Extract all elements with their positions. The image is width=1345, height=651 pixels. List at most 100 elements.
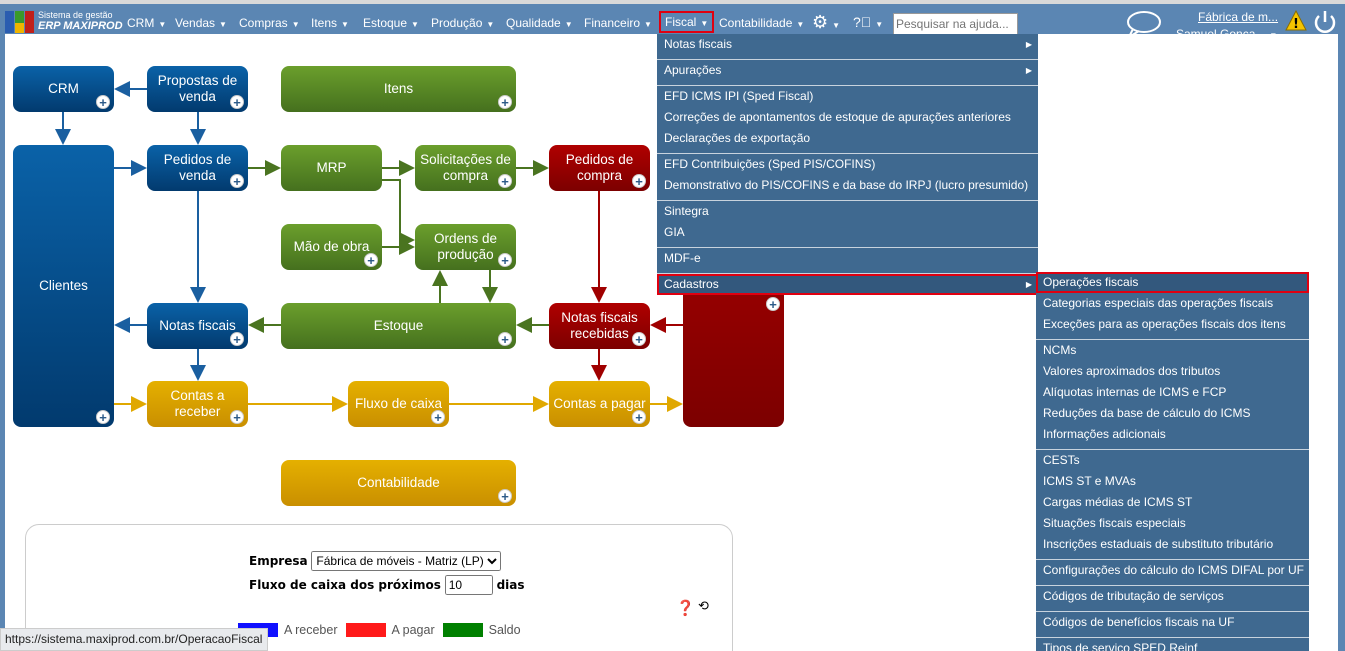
refresh-icon[interactable]: ⟲ <box>698 599 709 614</box>
flow-box-solicitacoes[interactable]: Solicitações de compra+ <box>415 145 516 191</box>
logo-icon[interactable] <box>5 11 34 33</box>
gear-icon[interactable]: ⚙▼ <box>812 12 841 32</box>
menu-separator <box>1036 555 1309 560</box>
flow-box-clientes[interactable]: Clientes+ <box>13 145 114 427</box>
flow-box-fluxo[interactable]: Fluxo de caixa+ <box>348 381 449 427</box>
add-icon[interactable]: + <box>96 410 110 425</box>
flow-box-label: Contas a pagar <box>553 396 646 411</box>
menu-item[interactable]: Códigos de benefícios fiscais na UF <box>1036 612 1309 633</box>
help-icon[interactable]: ?⃝▼ <box>853 14 884 30</box>
menu-item[interactable]: Notas fiscais▶ <box>657 34 1038 55</box>
nav-estoque[interactable]: Estoque▼ <box>363 16 419 30</box>
menu-item-label: Sintegra <box>664 204 709 218</box>
menu-item[interactable]: Correções de apontamentos de estoque de … <box>657 107 1038 128</box>
nav-itens[interactable]: Itens▼ <box>311 16 349 30</box>
add-icon[interactable]: + <box>230 174 244 189</box>
add-icon[interactable]: + <box>431 410 445 425</box>
flow-box-ordens[interactable]: Ordens de produção+ <box>415 224 516 270</box>
add-icon[interactable]: + <box>230 332 244 347</box>
menu-separator <box>1036 607 1309 612</box>
menu-item[interactable]: Reduções da base de cálculo do ICMS <box>1036 403 1309 424</box>
menu-separator <box>657 149 1038 154</box>
flow-box-contabilidade[interactable]: Contabilidade+ <box>281 460 516 506</box>
flow-box-contas-pagar[interactable]: Contas a pagar+ <box>549 381 650 427</box>
status-bar-url: https://sistema.maxiprod.com.br/Operacao… <box>0 628 268 651</box>
menu-item[interactable]: Códigos de tributação de serviços <box>1036 586 1309 607</box>
menu-separator <box>1036 633 1309 638</box>
caret-down-icon: ▼ <box>644 20 652 29</box>
add-icon[interactable]: + <box>230 410 244 425</box>
add-icon[interactable]: + <box>498 253 512 268</box>
menu-item[interactable]: MDF-e <box>657 248 1038 269</box>
add-icon[interactable]: + <box>230 95 244 110</box>
menu-item[interactable]: Configurações do cálculo do ICMS DIFAL p… <box>1036 560 1309 581</box>
add-icon[interactable]: + <box>632 332 646 347</box>
menu-item-label: CESTs <box>1043 453 1080 467</box>
menu-item[interactable]: Declarações de exportação <box>657 128 1038 149</box>
menu-item[interactable]: Exceções para as operações fiscais dos i… <box>1036 314 1309 335</box>
flow-box-contas-receber[interactable]: Contas a receber+ <box>147 381 248 427</box>
menu-item-label: Demonstrativo do PIS/COFINS e da base do… <box>664 178 1029 192</box>
menu-item-label: ICMS ST e MVAs <box>1043 474 1136 488</box>
add-icon[interactable]: + <box>632 410 646 425</box>
add-icon[interactable]: + <box>498 95 512 110</box>
flow-box-crm[interactable]: CRM+ <box>13 66 114 112</box>
menu-item[interactable]: CESTs <box>1036 450 1309 471</box>
add-icon[interactable]: + <box>498 174 512 189</box>
help-circle-icon[interactable]: ❓ <box>676 599 695 617</box>
nav-produção[interactable]: Produção▼ <box>431 16 494 30</box>
flow-box-pedidos-venda[interactable]: Pedidos de venda+ <box>147 145 248 191</box>
menu-item[interactable]: Demonstrativo do PIS/COFINS e da base do… <box>657 175 1038 196</box>
nav-compras[interactable]: Compras▼ <box>239 16 300 30</box>
flow-box-estoque[interactable]: Estoque+ <box>281 303 516 349</box>
add-icon[interactable]: + <box>498 489 512 504</box>
menu-item[interactable]: Inscrições estaduais de substituto tribu… <box>1036 534 1309 555</box>
menu-item[interactable]: Tipos de serviço SPED Reinf <box>1036 638 1309 651</box>
power-icon[interactable] <box>1313 9 1337 35</box>
menu-item[interactable]: Informações adicionais <box>1036 424 1309 445</box>
menu-item[interactable]: Cadastros▶ <box>657 274 1038 295</box>
nav-crm[interactable]: CRM▼ <box>127 16 166 30</box>
flow-box-itens[interactable]: Itens+ <box>281 66 516 112</box>
nav-label: Qualidade <box>506 16 561 30</box>
menu-item-label: Situações fiscais especiais <box>1043 516 1186 530</box>
empresa-select[interactable]: Fábrica de móveis - Matriz (LP) <box>311 551 502 571</box>
menu-item[interactable]: Operações fiscais <box>1036 272 1309 293</box>
add-icon[interactable]: + <box>96 95 110 110</box>
add-icon[interactable]: + <box>632 174 646 189</box>
menu-item[interactable]: ICMS ST e MVAs <box>1036 471 1309 492</box>
menu-item[interactable]: GIA <box>657 222 1038 243</box>
add-icon[interactable]: + <box>766 297 780 312</box>
nav-financeiro[interactable]: Financeiro▼ <box>584 16 652 30</box>
menu-item[interactable]: Cargas médias de ICMS ST <box>1036 492 1309 513</box>
help-search-input[interactable] <box>893 13 1018 35</box>
flow-box-notas-recebidas[interactable]: Notas fiscais recebidas+ <box>549 303 650 349</box>
add-icon[interactable]: + <box>364 253 378 268</box>
warning-icon[interactable]: ! <box>1285 10 1307 32</box>
menu-item[interactable]: Sintegra <box>657 201 1038 222</box>
menu-item[interactable]: Valores aproximados dos tributos <box>1036 361 1309 382</box>
flow-box-notas[interactable]: Notas fiscais+ <box>147 303 248 349</box>
menu-item[interactable]: Situações fiscais especiais <box>1036 513 1309 534</box>
menu-item[interactable]: NCMs <box>1036 340 1309 361</box>
menu-item[interactable]: Alíquotas internas de ICMS e FCP <box>1036 382 1309 403</box>
company-link[interactable]: Fábrica de m... <box>1198 10 1279 24</box>
flow-box-propostas[interactable]: Propostas de venda+ <box>147 66 248 112</box>
flow-box-mao-obra[interactable]: Mão de obra+ <box>281 224 382 270</box>
menu-separator <box>657 269 1038 274</box>
add-icon[interactable]: + <box>498 332 512 347</box>
nav-label: Itens <box>311 16 338 30</box>
menu-item[interactable]: EFD ICMS IPI (Sped Fiscal) <box>657 86 1038 107</box>
days-input[interactable] <box>444 575 493 595</box>
nav-fiscal[interactable]: Fiscal▼ <box>659 11 715 33</box>
flow-arrows <box>55 81 683 412</box>
nav-contabilidade[interactable]: Contabilidade▼ <box>719 16 804 30</box>
flow-box-mrp[interactable]: MRP <box>281 145 382 191</box>
menu-item[interactable]: Categorias especiais das operações fisca… <box>1036 293 1309 314</box>
menu-item[interactable]: Apurações▶ <box>657 60 1038 81</box>
menu-item[interactable]: EFD Contribuições (Sped PIS/COFINS) <box>657 154 1038 175</box>
flow-box-pedidos-compra[interactable]: Pedidos de compra+ <box>549 145 650 191</box>
nav-vendas[interactable]: Vendas▼ <box>175 16 227 30</box>
nav-label: Fiscal <box>665 15 697 29</box>
nav-qualidade[interactable]: Qualidade▼ <box>506 16 573 30</box>
